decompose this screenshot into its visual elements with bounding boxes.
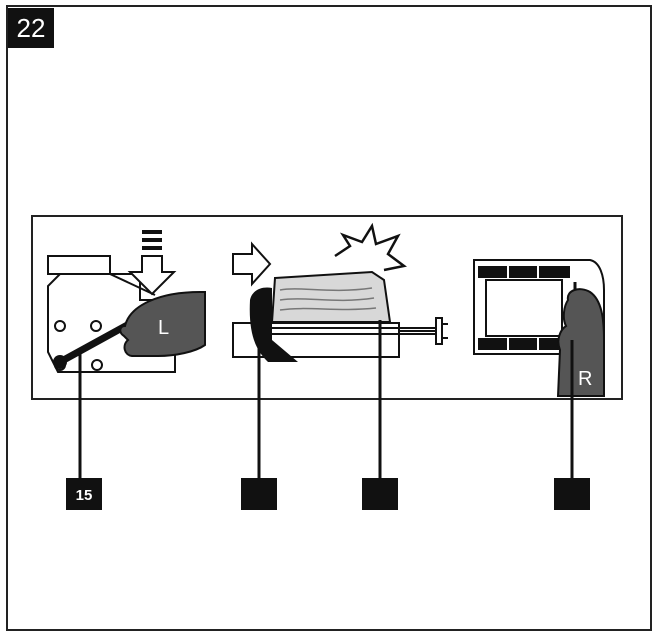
callout-4-badge [554, 478, 590, 510]
callout-2-badge [241, 478, 277, 510]
left-hand-label: L [158, 317, 169, 339]
left-hand [119, 291, 206, 357]
right-hand-label: R [578, 368, 592, 390]
callout-1-badge [66, 478, 102, 510]
step-2-illustration [232, 222, 448, 362]
figure-frame [6, 5, 652, 631]
callout-3-badge [362, 478, 398, 510]
figure-number-badge: 22 [8, 8, 54, 48]
right-hand [556, 288, 605, 397]
callout-1-label: 15 [76, 487, 93, 504]
